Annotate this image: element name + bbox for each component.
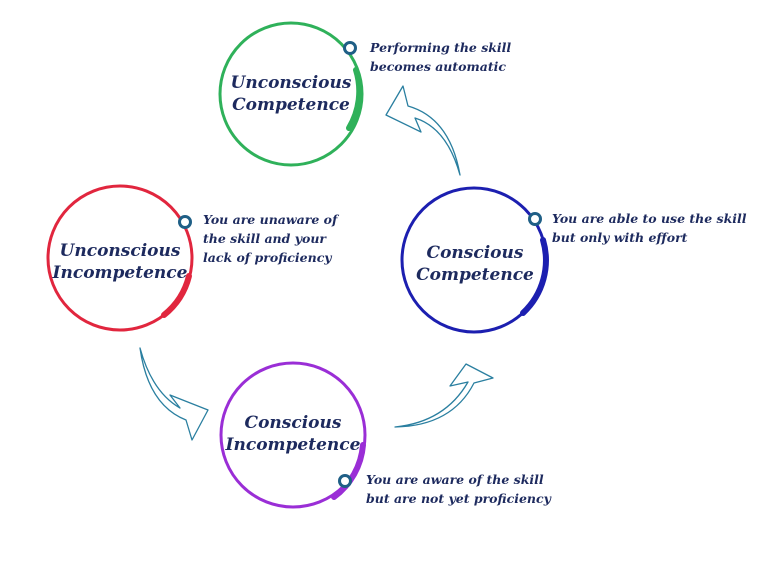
circle-conscious-competence <box>400 186 549 334</box>
node-unconscious-competence <box>343 41 357 55</box>
arrow-to-conscious-incompetence <box>139 347 209 441</box>
arrow-to-conscious-competence <box>394 363 494 428</box>
node-conscious-incompetence <box>338 474 352 488</box>
node-unconscious-incompetence <box>178 215 192 229</box>
circle-unconscious-competence <box>218 21 364 167</box>
node-conscious-competence <box>528 212 542 226</box>
circle-conscious-incompetence <box>219 361 367 509</box>
arrow-to-unconscious-competence <box>385 85 461 176</box>
circle-unconscious-incompetence <box>46 184 194 332</box>
